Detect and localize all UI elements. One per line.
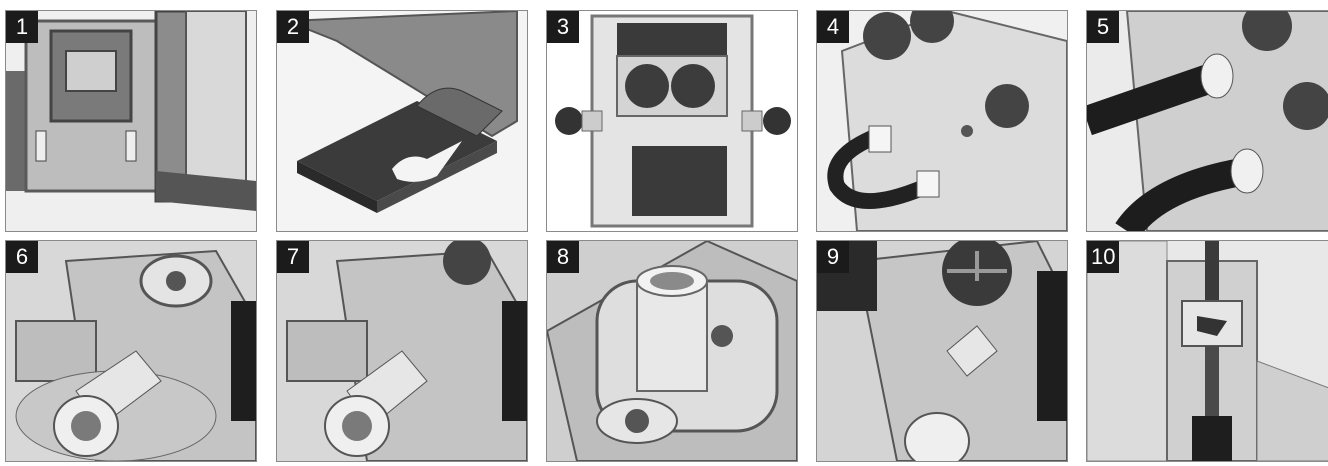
step-panel-4: 4: [816, 10, 1068, 232]
step-panel-7: 7: [276, 240, 528, 462]
step-number-badge: 9: [817, 241, 849, 273]
step-4-illustration: [817, 11, 1067, 231]
step-number-badge: 6: [6, 241, 38, 273]
step-number-badge: 8: [547, 241, 579, 273]
step-number-badge: 2: [277, 11, 309, 43]
step-panel-6: 6: [5, 240, 257, 462]
step-7-illustration: [277, 241, 527, 461]
step-5-illustration: [1087, 11, 1328, 231]
step-panel-9: 9: [816, 240, 1068, 462]
step-number-badge: 1: [6, 11, 38, 43]
step-number-badge: 5: [1087, 11, 1119, 43]
step-3-illustration: [547, 11, 797, 231]
step-10-illustration: [1087, 241, 1328, 461]
step-1-illustration: [6, 11, 256, 231]
step-panel-2: 2: [276, 10, 528, 232]
step-2-illustration: [277, 11, 527, 231]
step-panel-1: 1: [5, 10, 257, 232]
step-8-illustration: [547, 241, 797, 461]
step-panel-8: 8: [546, 240, 798, 462]
step-number-badge: 4: [817, 11, 849, 43]
step-panel-5: 5: [1086, 10, 1328, 232]
step-number-badge: 3: [547, 11, 579, 43]
step-panel-3: 3: [546, 10, 798, 232]
step-number-badge: 10: [1087, 241, 1120, 273]
step-number-badge: 7: [277, 241, 309, 273]
step-9-illustration: [817, 241, 1067, 461]
step-6-illustration: [6, 241, 256, 461]
step-panel-10: 10: [1086, 240, 1328, 462]
